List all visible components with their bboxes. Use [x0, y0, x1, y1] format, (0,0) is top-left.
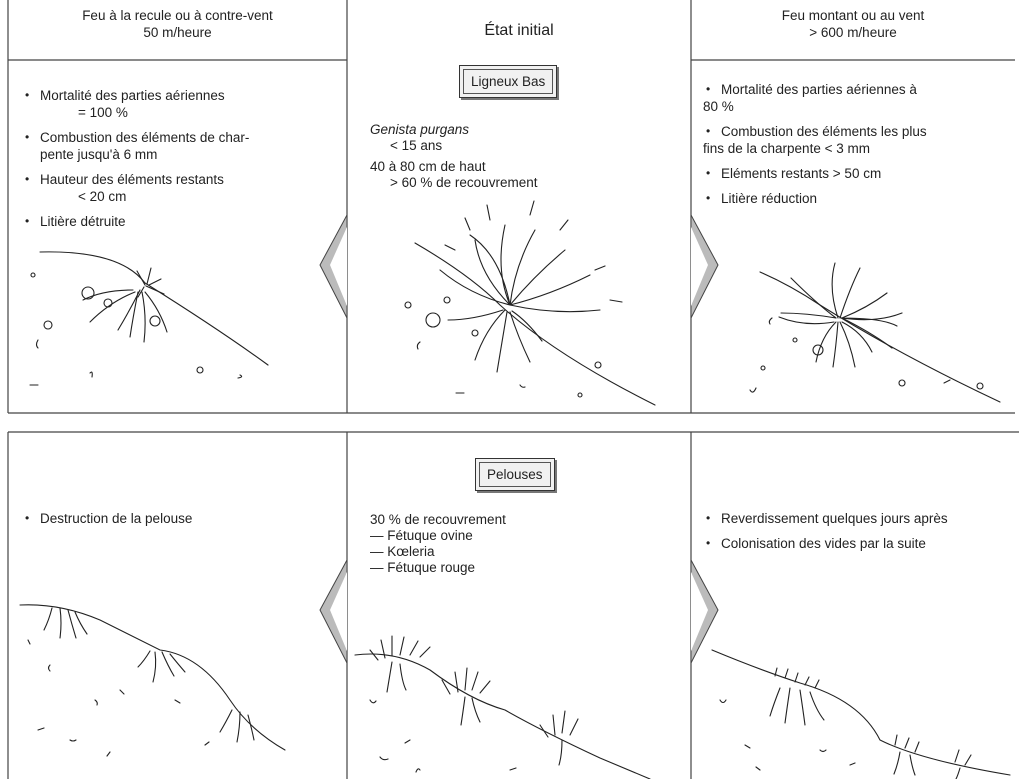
species-item: — Fétuque ovine [370, 528, 473, 543]
right-header-line2: > 600 m/heure [809, 25, 897, 40]
center-description: Genista purgans < 15 ans 40 à 80 cm de h… [370, 122, 670, 191]
turf-cover: 30 % de recouvrement [370, 512, 506, 527]
bullet-item: Litière réduction [703, 190, 999, 207]
bullet-item: Combustion des éléments de char-pente ju… [22, 129, 322, 163]
pelouses-tag: Pelouses [475, 458, 555, 491]
right-arrow-icon-top [690, 214, 719, 319]
species-name: Genista purgans [370, 122, 470, 137]
left-arrow-icon-bottom [319, 559, 348, 664]
bullet-item: Hauteur des éléments restants< 20 cm [22, 171, 322, 205]
species-age: < 15 ans [390, 138, 443, 153]
species-item: — Fétuque rouge [370, 560, 476, 575]
right-header-line1: Feu montant ou au vent [781, 8, 925, 23]
genista-shrub-illustration [404, 200, 656, 406]
species-item: — Kœleria [370, 544, 435, 559]
grass-turf-illustration [354, 635, 651, 779]
bullet-item: Mortalité des parties aériennes à80 % [703, 81, 999, 115]
bottom-right-bullet-list: Reverdissement quelques jours après Colo… [703, 510, 999, 560]
bottom-center-description: 30 % de recouvrement — Fétuque ovine — K… [370, 512, 670, 576]
right-arrow-icon-bottom [690, 559, 719, 664]
bullet-item: Litière détruite [22, 213, 322, 230]
left-bullet-list: Mortalité des parties aériennes= 100 % C… [22, 87, 322, 238]
bullet-item: Colonisation des vides par la suite [703, 535, 999, 552]
destroyed-turf-illustration [19, 604, 286, 757]
bullet-item: Reverdissement quelques jours après [703, 510, 999, 527]
partially-burned-shrub-illustration [749, 262, 1001, 403]
left-header: Feu à la recule ou à contre-vent 50 m/he… [8, 7, 347, 41]
left-header-line1: Feu à la recule ou à contre-vent [82, 8, 273, 23]
bullet-item: Mortalité des parties aériennes= 100 % [22, 87, 322, 121]
shrub-height: 40 à 80 cm de haut [370, 159, 486, 174]
right-bullet-list: Mortalité des parties aériennes à80 % Co… [703, 81, 999, 215]
bullet-item: Eléments restants > 50 cm [703, 165, 999, 182]
left-arrow-icon-top [319, 214, 348, 319]
shrub-cover: > 60 % de recouvrement [390, 175, 538, 190]
bullet-item: Destruction de la pelouse [22, 510, 322, 527]
left-header-line2: 50 m/heure [143, 25, 212, 40]
burned-shrub-illustration [29, 251, 269, 386]
right-header: Feu montant ou au vent > 600 m/heure [691, 7, 1015, 41]
ligneux-bas-tag: Ligneux Bas [459, 65, 558, 98]
bottom-left-bullet-list: Destruction de la pelouse [22, 510, 322, 535]
center-header: État initial [484, 22, 554, 39]
regrowing-turf-illustration [711, 649, 1011, 779]
